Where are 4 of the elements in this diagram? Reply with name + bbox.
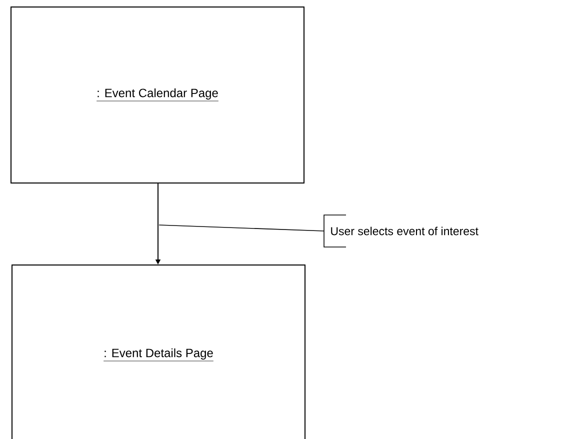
object-box: : Event Calendar Page — [10, 6, 304, 184]
leader-line — [158, 224, 324, 232]
note: User selects event of interest — [324, 214, 478, 248]
object-box: : Event Details Page — [12, 264, 306, 439]
